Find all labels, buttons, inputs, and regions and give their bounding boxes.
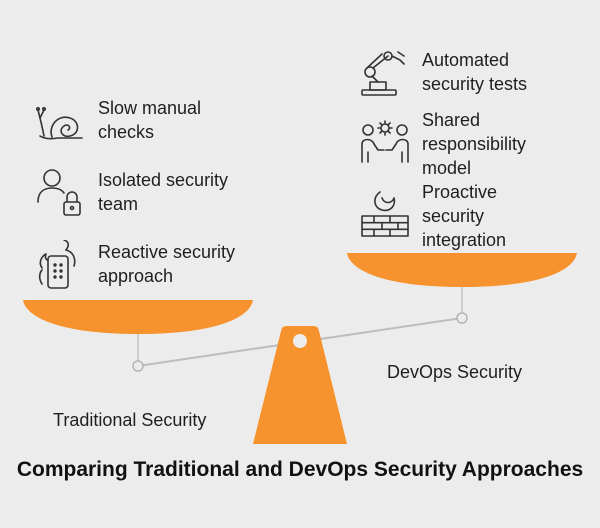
pedestal-hole xyxy=(293,334,307,348)
right-pivot xyxy=(456,312,468,324)
left-pan xyxy=(23,300,253,334)
traditional-security-label: Traditional Security xyxy=(53,410,207,430)
left-pivot xyxy=(132,360,144,372)
phone-fire-icon xyxy=(38,240,76,289)
user-lock-icon xyxy=(37,169,81,216)
right-item-text: Automated security tests xyxy=(422,50,528,94)
page-title: Comparing Traditional and DevOps Securit… xyxy=(16,458,584,481)
right-item-shared-responsibility: Shared responsibility model xyxy=(360,108,580,180)
left-item-text: Reactive security approach xyxy=(98,242,236,286)
devops-security-label: DevOps Security xyxy=(387,362,523,382)
left-item-reactive: Reactive security approach xyxy=(36,240,266,290)
left-item-isolated-team: Isolated security team xyxy=(36,168,256,218)
left-item-text: Isolated security team xyxy=(98,170,229,214)
scale-pedestal xyxy=(253,326,347,444)
right-item-automated-tests: Automated security tests xyxy=(360,48,560,98)
right-pan xyxy=(347,253,577,287)
right-item-proactive: Proactive security integration xyxy=(360,180,580,252)
robot-arm-icon xyxy=(361,51,405,96)
left-item-slow-checks: Slow manual checks xyxy=(36,96,256,146)
snail-icon xyxy=(36,107,83,140)
team-gear-icon xyxy=(361,120,409,163)
firewall-icon xyxy=(361,191,409,237)
right-item-text: Proactive security integration xyxy=(422,182,507,250)
right-item-text: Shared responsibility model xyxy=(422,110,527,178)
left-item-text: Slow manual checks xyxy=(98,98,202,142)
